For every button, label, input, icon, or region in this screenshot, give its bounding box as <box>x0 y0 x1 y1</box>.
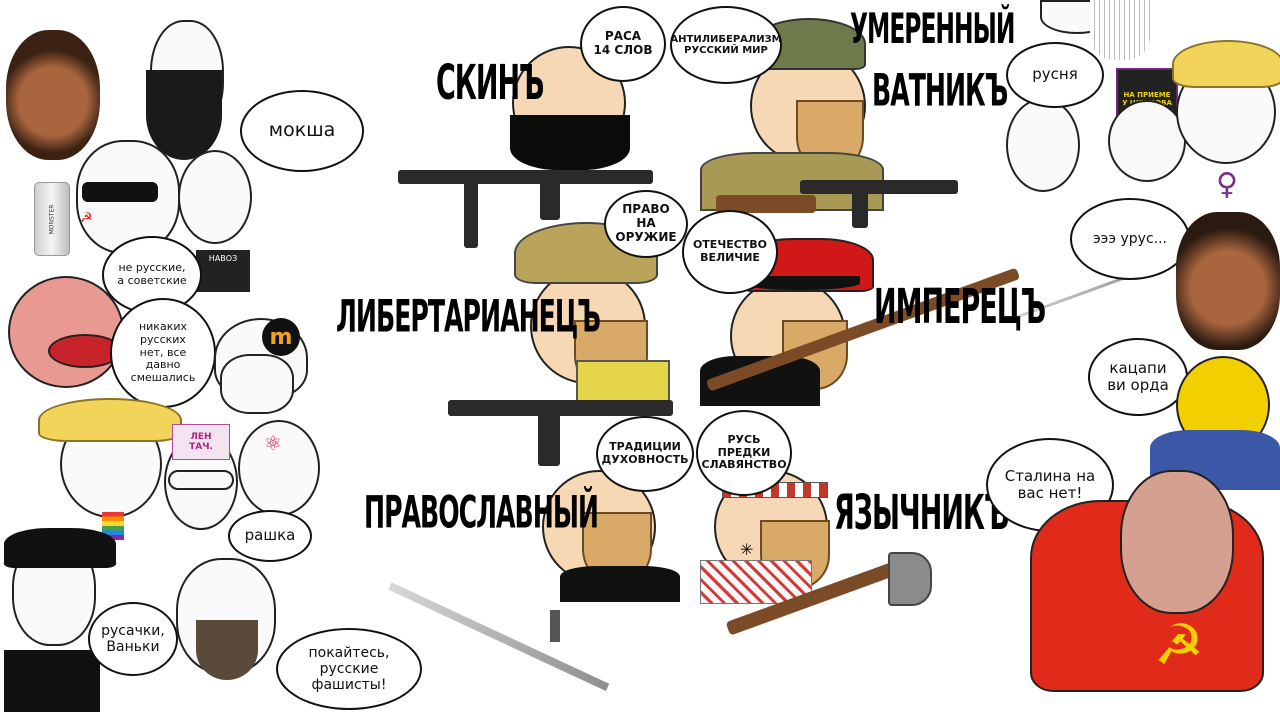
lentach-logo-line-1: ЛЕН <box>190 432 212 442</box>
nav-shirt-text: НАВОЗ <box>208 254 238 263</box>
ar15-rifle-icon <box>448 400 673 416</box>
bubble-moksha: мокша <box>240 90 364 172</box>
gadsden-patch <box>576 360 670 404</box>
round-glasses-icon <box>168 470 234 490</box>
label-skinhead: СКИНЪ <box>436 56 544 112</box>
label-pagan: ЯЗЫЧНИКЪ <box>834 486 1009 542</box>
red-fat-wojak-head <box>1120 470 1234 614</box>
mp40-gun-icon <box>398 170 653 184</box>
ppsh-magazine-icon <box>852 190 868 228</box>
mp40-magazine-icon <box>464 178 478 248</box>
big-lips-wojak-head <box>8 276 124 388</box>
label-libertarian: ЛИБЕРТАРИАНЕЦЪ <box>336 290 601 343</box>
lentach-logo: ЛЕН ТАЧ. <box>172 424 230 460</box>
label-vatnik: ВАТНИКЪ <box>872 64 1008 117</box>
atom-icon: ⚛ <box>264 431 282 455</box>
label-imperial: ИМПЕРЕЦЪ <box>874 280 1046 336</box>
meduza-logo-icon: m <box>262 318 300 356</box>
bubble-rus-ancestors: РУСЬ ПРЕДКИ СЛАВЯНСТВО <box>696 410 792 496</box>
blonde-hair-right <box>1172 40 1280 88</box>
ppsh-gun-icon <box>800 180 958 194</box>
atom-wojak-head <box>238 420 320 516</box>
glasses-wojak-head <box>1108 100 1186 182</box>
hammer-sickle-icon: ☭ <box>1153 612 1205 678</box>
emo-shirt <box>4 650 100 712</box>
bubble-antiliberalism: АНТИЛИБЕРАЛИЗМ РУССКИЙ МИР <box>670 6 782 84</box>
mp40-grip-icon <box>540 178 560 220</box>
rainbow-flag-icon <box>102 512 124 540</box>
bubble-fatherland: ОТЕЧЕСТВО ВЕЛИЧИЕ <box>682 210 778 294</box>
photo-face-boy <box>6 30 100 160</box>
orthodox-shirt <box>560 566 680 602</box>
label-moderate: УМЕРЕННЫЙ <box>850 6 1015 54</box>
ppsh-stock-icon <box>716 195 816 213</box>
sunglasses-icon <box>82 182 158 202</box>
orthodox-cross-icon <box>550 610 560 642</box>
hammer-sickle-small-icon: ☭ <box>80 210 93 226</box>
nav-shirt: НАВОЗ <box>196 250 250 292</box>
bubble-rusnya: русня <box>1006 42 1104 108</box>
rabbi-beard <box>196 620 258 680</box>
bearded-wojak-beard <box>146 70 222 160</box>
imperial-cap-visor <box>740 276 860 290</box>
big-lips-mouth <box>48 334 122 368</box>
jellyfish-hair <box>1090 0 1150 60</box>
bubble-race-14-words: РАСА 14 СЛОВ <box>580 6 666 82</box>
blonde-hair-left <box>38 398 182 442</box>
bubble-rashka: рашка <box>228 510 312 562</box>
label-orthodox: ПРАВОСЛАВНЫЙ <box>364 486 599 539</box>
rusnya-wojak-head <box>1006 98 1080 192</box>
bubble-repent: покайтесь, русские фашисты! <box>276 628 422 710</box>
mushroom-wojak-face <box>220 354 294 414</box>
bubble-urus: эээ урус... <box>1070 198 1190 280</box>
monster-energy-can: MONSTER <box>34 182 70 256</box>
bubble-right-to-arms: ПРАВО НА ОРУЖИЕ <box>604 190 688 258</box>
bubble-rusachki: русачки, Ваньки <box>88 602 178 676</box>
kolovrat-icon: ✳ <box>740 540 754 559</box>
monster-can-text: MONSTER <box>48 204 56 234</box>
ar15-magazine-icon <box>538 410 560 466</box>
emo-hair <box>4 528 116 568</box>
lentach-logo-line-2: ТАЧ. <box>189 442 213 452</box>
bubble-no-russians: никаких русских нет, все давно смешались <box>110 298 216 408</box>
skinhead-balaclava <box>510 115 630 170</box>
caucasian-photo-face <box>1176 212 1280 350</box>
moksha-wojak-head <box>178 150 252 244</box>
feminism-symbol-icon: ♀ <box>1216 166 1238 202</box>
axe-head-icon <box>888 552 932 606</box>
bubble-katsapi: кацапи ви орда <box>1088 338 1188 416</box>
bubble-traditions: ТРАДИЦИИ ДУХОВНОСТЬ <box>596 416 694 492</box>
